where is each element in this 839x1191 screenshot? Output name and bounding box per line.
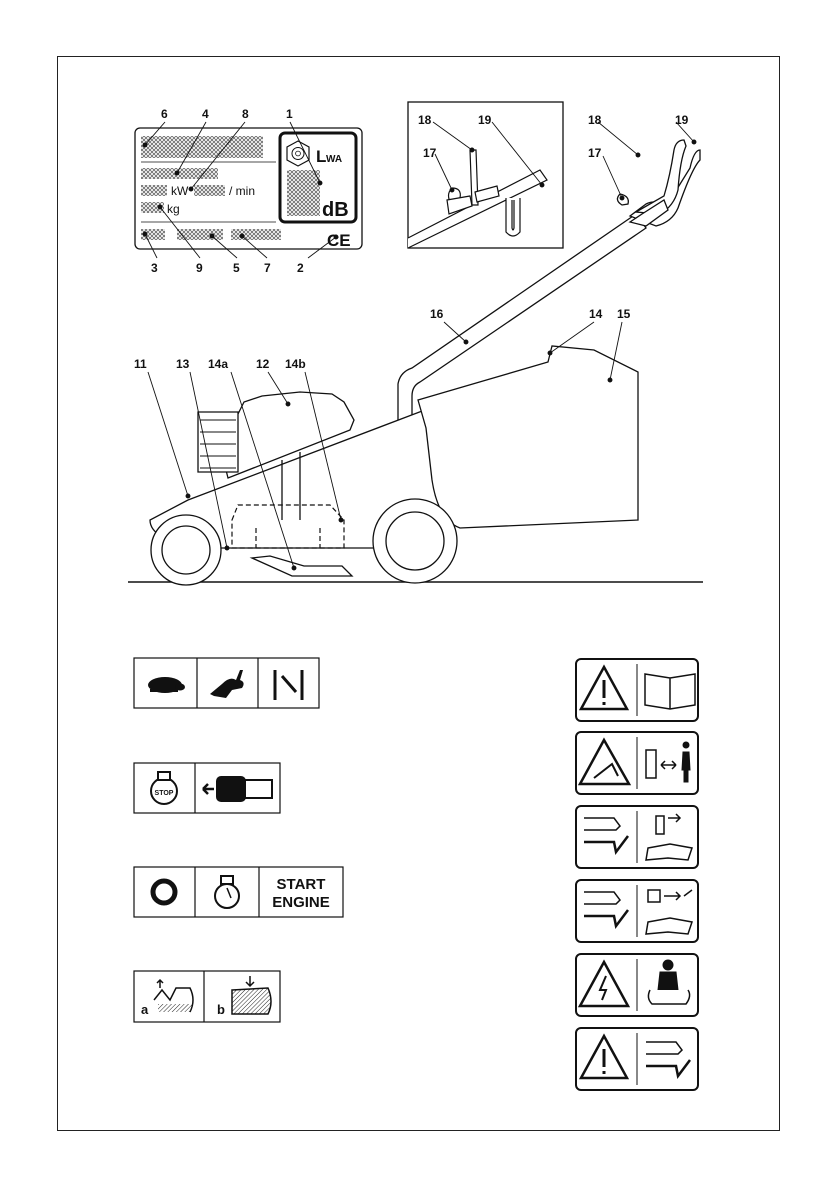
warning-read-manual-label (575, 658, 699, 722)
off-circle-icon (150, 878, 178, 906)
callout-12: 12 (256, 357, 270, 371)
label-b: b (217, 1002, 225, 1017)
cutting-height-symbols: a b (133, 970, 281, 1023)
disconnect-spark-plug-label (575, 805, 699, 869)
page-frame (57, 56, 780, 1131)
inset-callout-18: 18 (418, 113, 432, 127)
unit-kw: kW (171, 184, 189, 198)
rating-plate: kW / min kg L WA dB CE (134, 107, 363, 275)
open-book-icon (644, 673, 696, 710)
hand-cut-icon (646, 1041, 683, 1055)
callout-8: 8 (242, 107, 249, 121)
mulching-icon (153, 978, 194, 1013)
hare-icon (210, 670, 244, 698)
callout-1: 1 (286, 107, 293, 121)
db-label: dB (322, 199, 349, 221)
label-a: a (141, 1002, 149, 1017)
start-control-symbols: START ENGINE (133, 866, 344, 918)
callout-14b: 14b (285, 357, 306, 371)
stop-control-symbols: STOP (133, 762, 281, 814)
grip-callout-17: 17 (588, 146, 602, 160)
disconnect-power-label (575, 879, 699, 943)
callout-13: 13 (176, 357, 190, 371)
engine-start-icon (214, 875, 240, 909)
blade-brake-icon (202, 776, 273, 802)
callout-4: 4 (202, 107, 209, 121)
handle-grip-view: 18 19 17 (588, 113, 697, 201)
blade-cut-icon (584, 817, 621, 831)
engine-text: ENGINE (272, 894, 330, 911)
lawn-mower-diagram: 16 14 15 11 13 14a 12 14b (128, 139, 703, 586)
plug-icon (664, 889, 693, 901)
noise-label: L WA dB (278, 131, 358, 224)
electric-shock-warning-label (575, 953, 699, 1017)
lwa-main: L (316, 147, 326, 166)
callout-11: 11 (134, 357, 147, 371)
callout-14a: 14a (208, 357, 228, 371)
callout-9: 9 (196, 261, 203, 275)
start-text: START (277, 876, 326, 893)
stop-text: STOP (155, 790, 174, 797)
distance-arrow-icon (660, 760, 677, 770)
tortoise-icon (148, 677, 185, 693)
inset-callout-17: 17 (423, 146, 437, 160)
person-icon (681, 751, 691, 783)
callout-2: 2 (297, 261, 304, 275)
callout-14: 14 (589, 307, 603, 321)
callout-3: 3 (151, 261, 158, 275)
speed-control-symbols (133, 657, 320, 709)
blade-hazard-label (575, 1027, 699, 1091)
safety-labels (575, 658, 699, 1091)
engine-stop-icon: STOP (150, 771, 178, 805)
manual-book-icon (645, 843, 693, 861)
inset-callout-19: 19 (478, 113, 492, 127)
callout-6: 6 (161, 107, 168, 121)
power-switch-icon (647, 889, 661, 903)
callout-5: 5 (233, 261, 240, 275)
collecting-icon (231, 976, 272, 1015)
ce-mark: CE (327, 231, 351, 250)
unit-rpm: / min (229, 184, 255, 198)
callout-7: 7 (264, 261, 271, 275)
unit-kg: kg (167, 202, 180, 216)
lwa-sub: WA (326, 154, 342, 165)
spark-plug-icon (655, 813, 682, 835)
callout-16: 16 (430, 307, 444, 321)
callout-15: 15 (617, 307, 631, 321)
grip-callout-18: 18 (588, 113, 602, 127)
throttle-lever-icon (273, 670, 304, 700)
noise-nut-icon (286, 140, 310, 167)
handle-detail-inset: 18 19 17 (407, 101, 564, 249)
blade-icon (584, 891, 621, 905)
warning-keep-distance-label (575, 731, 699, 795)
grip-callout-19: 19 (675, 113, 689, 127)
